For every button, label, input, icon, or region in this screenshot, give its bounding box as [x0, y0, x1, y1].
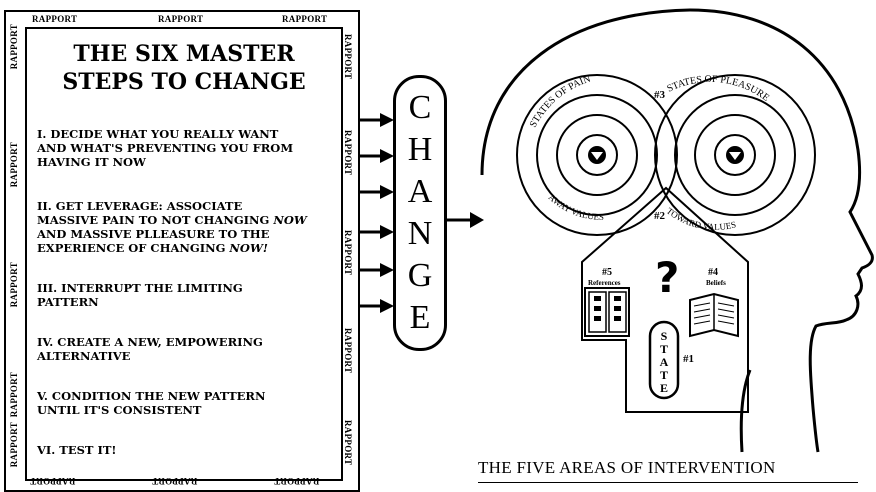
arrow-icon [360, 113, 394, 127]
rapport-label: RAPPORT [343, 420, 353, 465]
diagram-caption: THE FIVE AREAS OF INTERVENTION [478, 458, 858, 478]
svg-text:E: E [660, 381, 668, 395]
rapport-label: RAPPORT [343, 230, 353, 275]
change-letter: E [396, 300, 444, 336]
change-letter: A [396, 174, 444, 210]
step-5-line: V. CONDITION THE NEW PATTERN [37, 389, 337, 403]
step-1-line: HAVING IT NOW [37, 155, 337, 169]
rapport-label: RAPPORT [9, 142, 19, 187]
rapport-label: RAPPORT [158, 14, 203, 24]
change-letter: C [396, 90, 444, 126]
step-2-line: AND MASSIVE PLLEASURE TO THE [37, 227, 337, 241]
label-2: #2 [654, 210, 666, 222]
svg-text:S: S [661, 329, 668, 343]
caption-underline [478, 482, 858, 483]
label-3: #3 [654, 89, 666, 101]
rapport-label: RAPPORT [343, 328, 353, 373]
rapport-label: RAPPORT [9, 372, 19, 417]
references-cabinet-icon: References [585, 279, 629, 336]
panel-title-line1: THE SIX MASTER [27, 41, 341, 67]
step-2-line: EXPERIENCE OF CHANGING NOW! [37, 241, 337, 255]
away-values-label: AWAY VALUES [547, 192, 604, 222]
panel-title-line2: STEPS TO CHANGE [27, 69, 341, 95]
head-diagram: STATES OF PAIN STATES OF PLEASURE AWAY V… [480, 0, 876, 455]
arrow-icon [360, 185, 394, 199]
step-6: VI. TEST IT! [37, 443, 337, 457]
label-1: #1 [683, 353, 694, 365]
label-4: #4 [708, 267, 718, 278]
arrow-icon [360, 299, 394, 313]
change-letter: G [396, 258, 444, 294]
svg-text:T: T [660, 342, 668, 356]
rapport-label: RAPPORT [9, 262, 19, 307]
pain-target [517, 75, 677, 235]
svg-text:A: A [660, 355, 669, 369]
change-letter: H [396, 132, 444, 168]
svg-text:T: T [660, 368, 668, 382]
label-5: #5 [602, 267, 612, 278]
step-3-line: III. INTERRUPT THE LIMITING [37, 281, 337, 295]
rapport-label: RAPPORT [32, 14, 77, 24]
rapport-label: RAPPORT [282, 14, 327, 24]
step-5: V. CONDITION THE NEW PATTERN UNTIL IT'S … [37, 389, 337, 417]
arrow-icon [446, 212, 484, 228]
step-2-line: II. GET LEVERAGE: ASSOCIATE [37, 199, 337, 213]
step-2-line: MASSIVE PAIN TO NOT CHANGING NOW [37, 213, 337, 227]
step-1: I. DECIDE WHAT YOU REALLY WANT AND WHAT'… [37, 127, 337, 169]
steps-frame: THE SIX MASTER STEPS TO CHANGE I. DECIDE… [25, 27, 343, 481]
state-capsule: S T A T E [650, 322, 678, 398]
step-2: II. GET LEVERAGE: ASSOCIATE MASSIVE PAIN… [37, 199, 337, 255]
step-4-line: IV. CREATE A NEW, EMPOWERING [37, 335, 337, 349]
arrow-icon [360, 263, 394, 277]
step-4-line: ALTERNATIVE [37, 349, 337, 363]
arrow-icon [360, 225, 394, 239]
question-mark-icon: ? [655, 253, 679, 302]
step-6-line: VI. TEST IT! [37, 443, 337, 457]
step-1-line: I. DECIDE WHAT YOU REALLY WANT [37, 127, 337, 141]
rapport-label: RAPPORT [9, 24, 19, 69]
change-box: C H A N G E [393, 75, 447, 351]
rapport-label: RAPPORT [343, 130, 353, 175]
arrows-to-change [358, 100, 396, 320]
beliefs-book-icon: Beliefs [690, 279, 738, 336]
step-5-line: UNTIL IT'S CONSISTENT [37, 403, 337, 417]
pleasure-target [655, 75, 815, 235]
step-3: III. INTERRUPT THE LIMITING PATTERN [37, 281, 337, 309]
arrow-icon [360, 149, 394, 163]
svg-text:Beliefs: Beliefs [706, 279, 726, 287]
step-1-line: AND WHAT'S PREVENTING YOU FROM [37, 141, 337, 155]
rapport-label: RAPPORT [9, 422, 19, 467]
step-3-line: PATTERN [37, 295, 337, 309]
six-steps-panel: RAPPORT RAPPORT RAPPORT RAPPORT RAPPORT … [4, 10, 360, 492]
change-letter: N [396, 216, 444, 252]
rapport-label: RAPPORT [343, 34, 353, 79]
svg-text:References: References [588, 279, 621, 287]
step-4: IV. CREATE A NEW, EMPOWERING ALTERNATIVE [37, 335, 337, 363]
